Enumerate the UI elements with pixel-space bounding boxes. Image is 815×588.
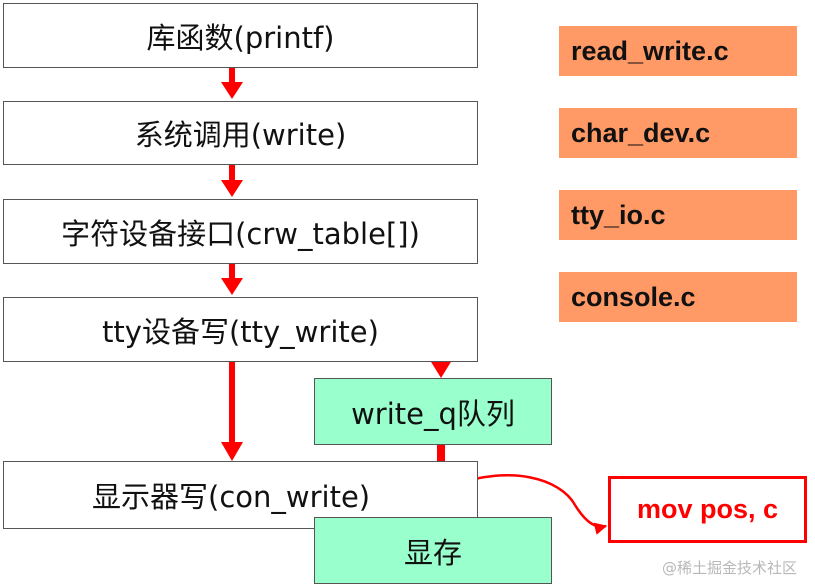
- file-char-dev-label: char_dev.c: [571, 117, 711, 148]
- arrow-tty-to-con: [221, 362, 243, 461]
- layer-printf: 库函数(printf): [3, 3, 478, 68]
- file-tty-io: tty_io.c: [559, 190, 797, 240]
- file-read-write-label: read_write.c: [571, 35, 729, 66]
- file-tty-io-label: tty_io.c: [571, 199, 666, 230]
- mov-pos-callout: mov pos, c: [608, 476, 807, 543]
- watermark: @稀土掘金技术社区: [661, 559, 797, 577]
- mov-pos-callout-label: mov pos, c: [636, 494, 779, 524]
- layer-crw-table-label: 字符设备接口(crw_table[]): [61, 216, 420, 251]
- arrow-crw-to-tty: [221, 264, 243, 295]
- file-console-label: console.c: [571, 281, 696, 312]
- layer-con-write-label: 显示器写(con_write): [92, 480, 371, 514]
- layer-tty-write-label: tty设备写(tty_write): [102, 314, 379, 349]
- write-q-box: write_q队列: [314, 378, 552, 445]
- vram-box: 显存: [314, 517, 552, 584]
- arrow-write-to-crw: [221, 165, 243, 197]
- file-char-dev: char_dev.c: [559, 108, 797, 158]
- layer-printf-label: 库函数(printf): [146, 20, 335, 55]
- vram-label: 显存: [403, 535, 462, 570]
- layer-tty-write: tty设备写(tty_write): [3, 297, 478, 362]
- layer-crw-table: 字符设备接口(crw_table[]): [3, 199, 478, 264]
- file-console: console.c: [559, 272, 797, 322]
- file-read-write: read_write.c: [559, 26, 797, 76]
- arrow-printf-to-write: [221, 68, 243, 99]
- write-q-label: write_q队列: [351, 396, 515, 431]
- layer-write-label: 系统调用(write): [134, 118, 347, 152]
- layer-write: 系统调用(write): [3, 101, 478, 165]
